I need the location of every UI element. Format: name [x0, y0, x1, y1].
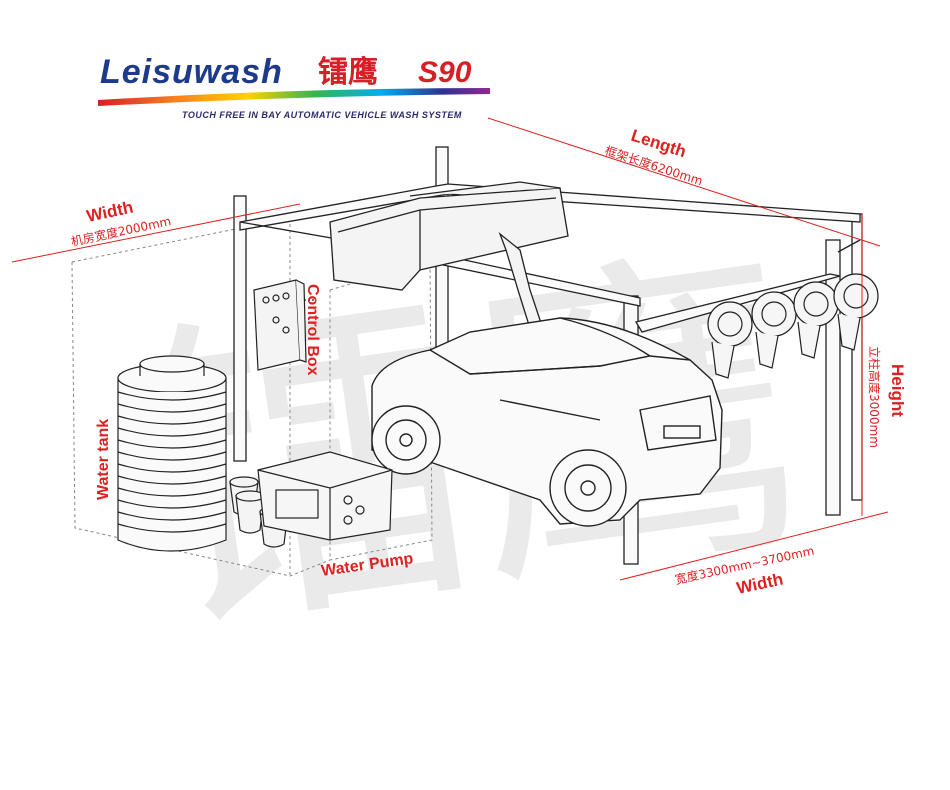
length-dimension-line [487, 117, 881, 247]
dryer-fan-4 [833, 273, 879, 351]
water-tank-label: Water tank [95, 419, 112, 500]
dryer-fan-1 [707, 301, 753, 379]
logo: Leisuwash 镭鹰 S90 TOUCH FREE IN BAY AUTOM… [98, 53, 490, 120]
width-right-dimension-line [619, 511, 889, 581]
logo-brand: Leisuwash [100, 53, 283, 91]
dryer-fan-2 [751, 291, 797, 369]
dimension-lines [11, 117, 889, 581]
car [371, 317, 723, 527]
height-title: Height [888, 364, 907, 417]
width-left-title: Width [85, 198, 135, 226]
width-left-dimension-line [11, 203, 301, 263]
logo-model: S90 [418, 56, 472, 89]
control-box [253, 279, 316, 371]
logo-tagline: TOUCH FREE IN BAY AUTOMATIC VEHICLE WASH… [182, 110, 462, 120]
height-sub: 立柱高度3000mm [867, 346, 882, 448]
control-box-label: Control Box [304, 284, 321, 376]
logo-chinese: 镭鹰 [318, 55, 378, 90]
wash-trolley [329, 181, 569, 337]
water-tank [117, 355, 227, 552]
logo-rainbow-swoosh [98, 88, 490, 106]
dryer-fan-3 [793, 281, 839, 359]
water-pump [257, 451, 393, 541]
dryer-fans [707, 273, 879, 379]
